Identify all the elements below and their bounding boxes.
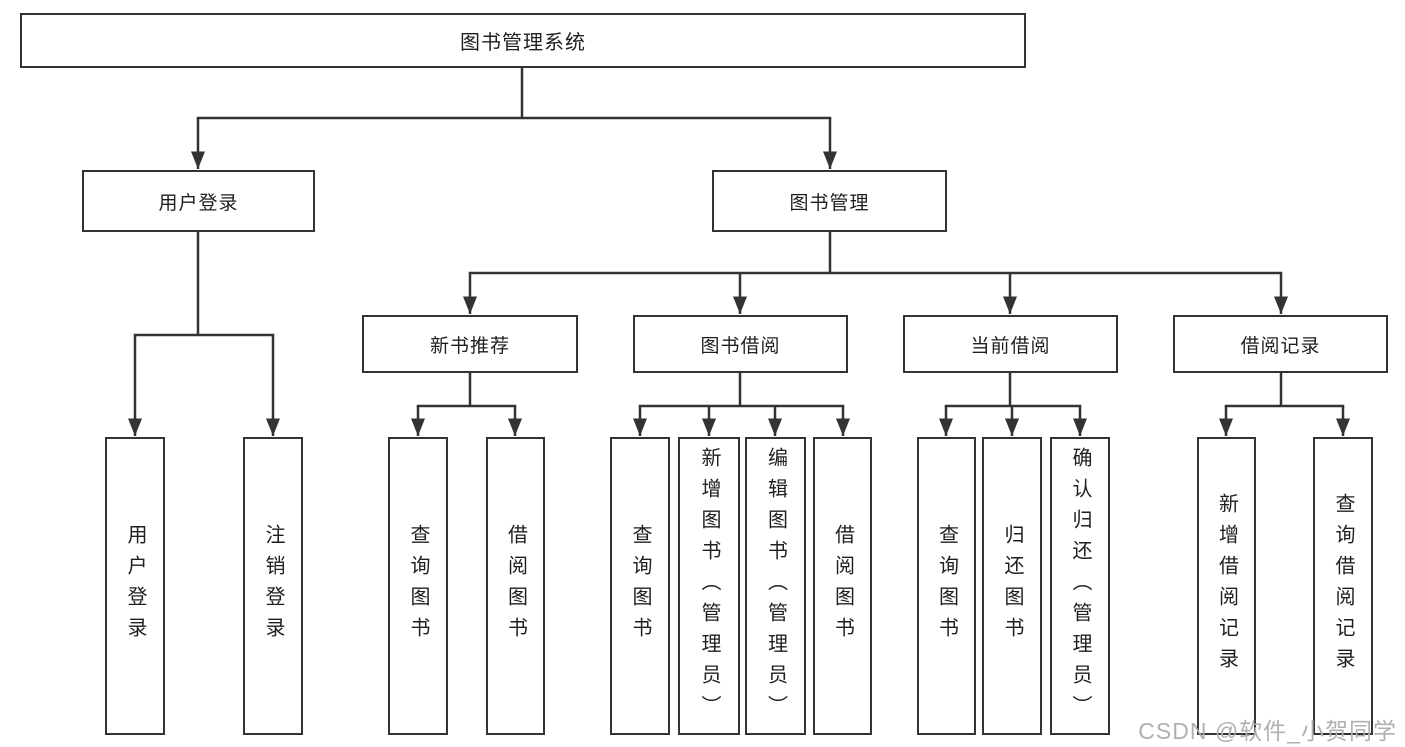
node-book-borrowing: 图书借阅 [633, 315, 848, 373]
node-label: 借阅图书 [504, 524, 527, 648]
node-label: 图书管理 [789, 192, 870, 214]
leaf-query-books-borrow: 查询图书 [610, 437, 670, 735]
node-label: 用户登录 [158, 192, 239, 214]
node-label: 借阅图书 [831, 524, 854, 648]
node-label: 查询借阅记录 [1332, 493, 1354, 679]
node-label: 查询图书 [407, 524, 429, 648]
leaf-query-books-recommend: 查询图书 [388, 437, 448, 735]
node-label: 新增图书（管理员） [698, 446, 720, 726]
leaf-user-login: 用户登录 [105, 437, 165, 735]
leaf-query-borrow-record: 查询借阅记录 [1313, 437, 1373, 735]
node-book-management: 图书管理 [712, 170, 947, 232]
node-label: 用户登录 [124, 524, 146, 648]
node-label: 编辑图书（管理员） [764, 446, 787, 726]
node-label: 借阅记录 [1240, 335, 1321, 357]
node-label: 确认归还（管理员） [1069, 446, 1091, 726]
node-label: 新书推荐 [429, 335, 510, 357]
node-label: 新增借阅记录 [1215, 493, 1238, 679]
connector-skeleton [133, 64, 1345, 408]
leaf-borrow-books-recommend: 借阅图书 [486, 437, 545, 735]
node-label: 图书管理系统 [460, 32, 586, 54]
node-new-book-recommendation: 新书推荐 [362, 315, 578, 373]
node-library-management-system: 图书管理系统 [20, 13, 1026, 68]
leaf-return-books: 归还图书 [982, 437, 1042, 735]
node-user-login: 用户登录 [82, 170, 315, 232]
node-current-borrowing: 当前借阅 [903, 315, 1118, 373]
leaf-logout: 注销登录 [243, 437, 303, 735]
leaf-confirm-return-admin: 确认归还（管理员） [1050, 437, 1110, 735]
node-label: 归还图书 [1001, 524, 1023, 648]
leaf-query-books-current: 查询图书 [917, 437, 976, 735]
leaf-add-borrow-record: 新增借阅记录 [1197, 437, 1256, 735]
node-label: 注销登录 [262, 524, 284, 648]
node-label: 当前借阅 [970, 335, 1051, 357]
leaf-borrow-books: 借阅图书 [813, 437, 872, 735]
leaf-edit-book-admin: 编辑图书（管理员） [745, 437, 806, 735]
csdn-watermark: CSDN @软件_小贺同学 [1138, 718, 1397, 744]
connector-arrows [128, 118, 1350, 436]
node-borrowing-records: 借阅记录 [1173, 315, 1388, 373]
node-label: 查询图书 [935, 524, 958, 648]
node-label: 查询图书 [629, 524, 651, 648]
node-label: 图书借阅 [700, 335, 781, 357]
leaf-add-book-admin: 新增图书（管理员） [678, 437, 740, 735]
